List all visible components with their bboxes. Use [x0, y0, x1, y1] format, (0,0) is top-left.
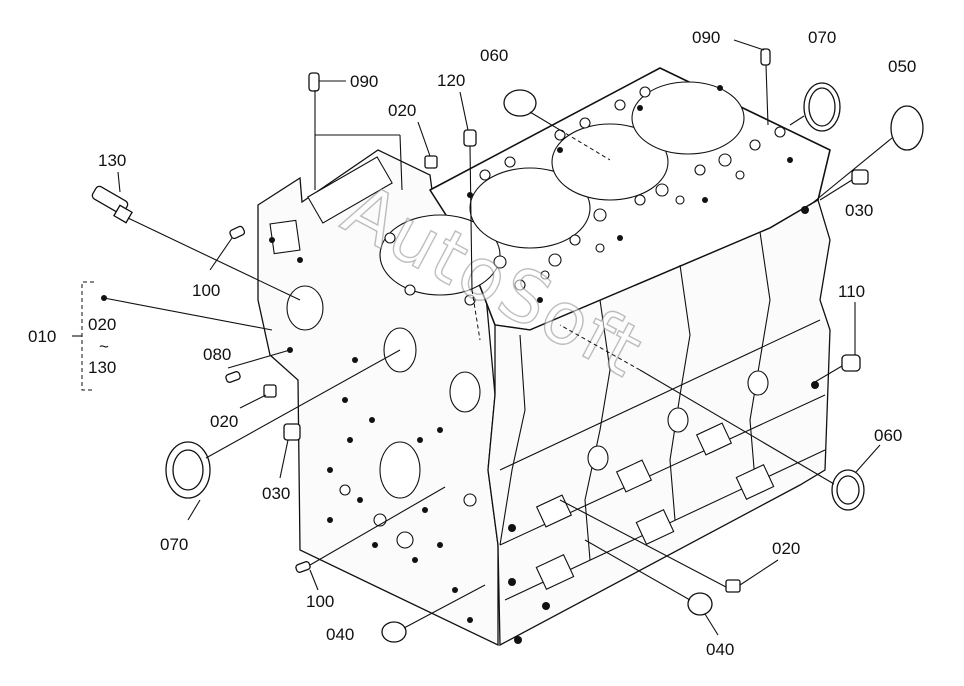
- callout-labels: 010 020 ~ 130 130 100 080 020 030 070 10…: [28, 28, 916, 659]
- label-090-left: 090: [350, 72, 378, 91]
- part-110-bushing: [841, 354, 861, 372]
- label-040-right: 040: [706, 640, 734, 659]
- part-030-plug-left: [283, 423, 301, 441]
- label-100-left: 100: [192, 281, 220, 300]
- cylinder-block: [257, 67, 831, 647]
- label-110: 110: [838, 282, 865, 301]
- part-060-seal-right: [831, 469, 865, 511]
- front-bore-lower: [379, 441, 421, 499]
- label-100-bottom: 100: [306, 592, 334, 611]
- front-bore-side: [449, 371, 481, 413]
- part-040-plug-left: [381, 621, 407, 643]
- label-020-range: 020: [88, 315, 116, 334]
- side-face-ribs: [499, 206, 826, 644]
- part-090-pin-right: [760, 48, 771, 66]
- part-070-seal-left: [165, 441, 211, 499]
- part-070-seal-right: [803, 82, 841, 132]
- part-120-plug: [463, 129, 477, 147]
- label-120: 120: [437, 71, 465, 90]
- label-020-right: 020: [772, 539, 800, 558]
- part-050-plug: [890, 105, 924, 151]
- part-020-plug-left: [263, 384, 277, 398]
- part-090-pin-left: [308, 72, 320, 92]
- part-030-plug-right: [851, 169, 869, 185]
- label-090-right: 090: [692, 28, 720, 47]
- leader-lines: [103, 39, 893, 636]
- label-010: 010: [28, 327, 56, 346]
- part-060-plug-top: [503, 89, 537, 117]
- cylinder-bore-2: [469, 167, 591, 249]
- label-080: 080: [203, 345, 231, 364]
- part-020-plug-right: [725, 579, 741, 593]
- part-040-plug-right: [687, 592, 713, 616]
- label-030-right: 030: [845, 201, 873, 220]
- label-060-top: 060: [480, 46, 508, 65]
- label-030-left: 030: [262, 484, 290, 503]
- label-040-left: 040: [326, 625, 354, 644]
- part-100-pin-left: [229, 225, 246, 240]
- group-bracket-010: [72, 281, 107, 391]
- cylinder-bore-4: [631, 81, 745, 155]
- label-020-left: 020: [210, 412, 238, 431]
- part-100-pin-bottom: [295, 561, 311, 573]
- top-plate-slot: [307, 156, 393, 224]
- label-070-right: 070: [808, 28, 836, 47]
- part-020-plug-top: [424, 155, 438, 169]
- label-tilde: ~: [99, 337, 109, 356]
- part-130-plug: [91, 185, 133, 224]
- part-080-plug: [225, 371, 241, 383]
- label-070-left: 070: [160, 535, 188, 554]
- deck-holes: [384, 85, 793, 306]
- front-face-holes: [269, 237, 477, 623]
- front-window: [269, 219, 301, 255]
- label-130-range: 130: [88, 358, 116, 377]
- cylinder-bore-1: [379, 214, 501, 296]
- block-side-face: [487, 199, 831, 647]
- front-bore-upper: [286, 285, 324, 331]
- label-130: 130: [98, 151, 126, 170]
- label-060-right: 060: [874, 426, 902, 445]
- label-020-top: 020: [388, 101, 416, 120]
- label-050: 050: [888, 57, 916, 76]
